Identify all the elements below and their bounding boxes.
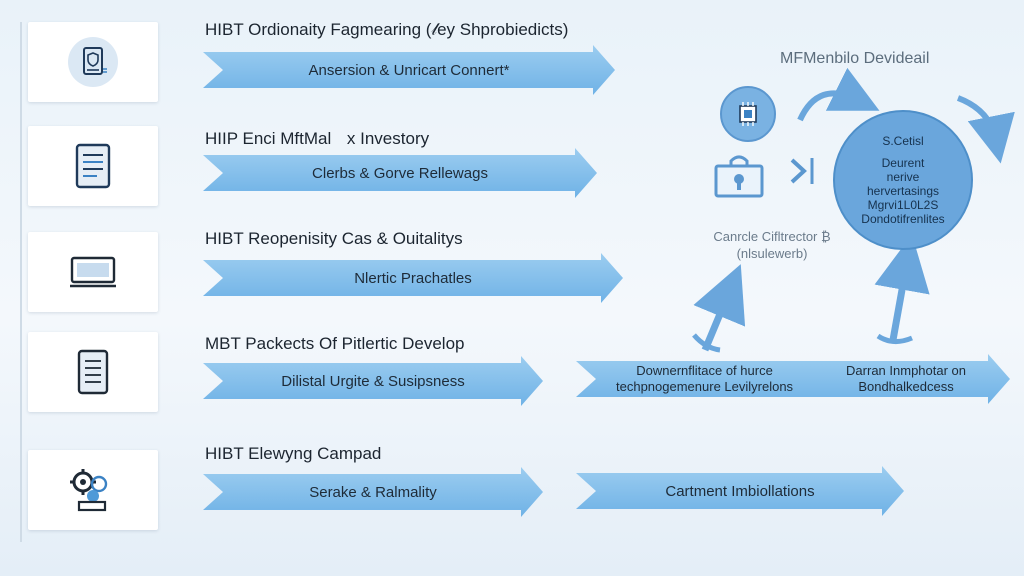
central-circle: S.Cetisl Deurent nerive hervertasings Mg… [833,110,973,250]
row-5-title: HIBT Elewyng Campad [205,444,382,463]
curved-arrow-right [956,95,1015,164]
panel-title: MFMenbilo Devideail [780,50,930,67]
row-2-arrow-label: Clerbs & Gorve Rellewags [312,164,488,182]
document-list-icon [75,143,111,189]
circle-line-3: hervertasings [866,184,940,198]
wide-arrow-2: Cartment Imbiollations [576,466,904,516]
wide-arrow-1-right: Darran Inmphotar on Bondhalkedcess [846,363,966,395]
card-1 [28,22,158,102]
row-3-title: HIBT Reopenisity Cas & Ouitalitys [205,229,463,248]
row-5-arrow-label: Serake & Ralmality [309,483,437,501]
wide-arrow-1-left-line-2: techpnogemenure Levilyrelons [616,379,794,394]
chevron-right-icon [790,158,814,184]
chevron-box [786,154,820,188]
chip-icon [739,102,757,126]
gears-icon [70,469,108,512]
up-arrow-left [693,264,746,352]
up-arrow-right-tail [876,333,913,344]
circle-line-1: Deurent [881,156,925,170]
card-4 [28,332,158,412]
clipboard-icon [77,349,109,395]
lock-box [712,154,766,198]
row-4-title: MBT Packects Of Pitlertic Develop [205,334,465,353]
wide-arrow-1-right-line-2: Bondhalkedcess [858,379,954,394]
row-1-arrow-label: Ansersion & Unricart Connert* [308,61,510,79]
caption-line-1: Canrcle Cifltrector ₿ [713,229,831,244]
up-arrow-right [874,234,930,341]
curved-arrow-top [797,67,880,122]
row-3-arrow: Nlertic Prachatles [203,253,623,303]
row-2-arrow: Clerbs & Gorve Rellewags [203,148,597,198]
wide-arrow-2-label: Cartment Imbiollations [665,482,815,500]
card-3 [28,232,158,312]
circle-line-2: nerive [886,170,920,184]
row-2-title: HIIP Enci MftMalㅤx Investory [205,129,430,148]
row-3-arrow-label: Nlertic Prachatles [354,269,472,287]
card-1-badge [68,37,118,87]
up-arrow-left-tail [692,333,721,353]
wide-arrow-1-left-line-1: Downernflitace of hurce [636,363,773,378]
lock-caption: Canrcle Cifltrector ₿ (nlsulewerb) [694,228,850,262]
row-5-arrow: Serake & Ralmality [203,467,543,517]
row-1-title: HIBT Ordionaity Fagmearing (𝓁ey Shprobie… [205,20,569,39]
card-2 [28,126,158,206]
wide-arrow-1-right-line-1: Darran Inmphotar on [846,363,966,378]
row-4-arrow-label: Dilistal Urgite & Susipsness [281,372,465,390]
monitor-icon [70,256,116,288]
chip-badge [720,86,776,142]
caption-line-2: (nlsulewerb) [736,246,808,261]
circle-line-4: Mgrvi1L0L2S [867,198,939,212]
wide-arrow-1-left: Downernflitace of hurce techpnogemenure … [616,363,793,395]
wide-arrow-1: Downernflitace of hurce techpnogemenure … [576,354,1010,404]
row-4-arrow: Dilistal Urgite & Susipsness [203,356,543,406]
timeline-line [20,22,22,542]
circle-head: S.Cetisl [882,134,924,148]
lock-icon [714,155,764,198]
circle-line-5: Dondotifrenlites [861,212,945,226]
row-1-arrow: Ansersion & Unricart Connert* [203,45,615,95]
shield-tablet-icon [83,47,107,75]
card-5 [28,450,158,530]
